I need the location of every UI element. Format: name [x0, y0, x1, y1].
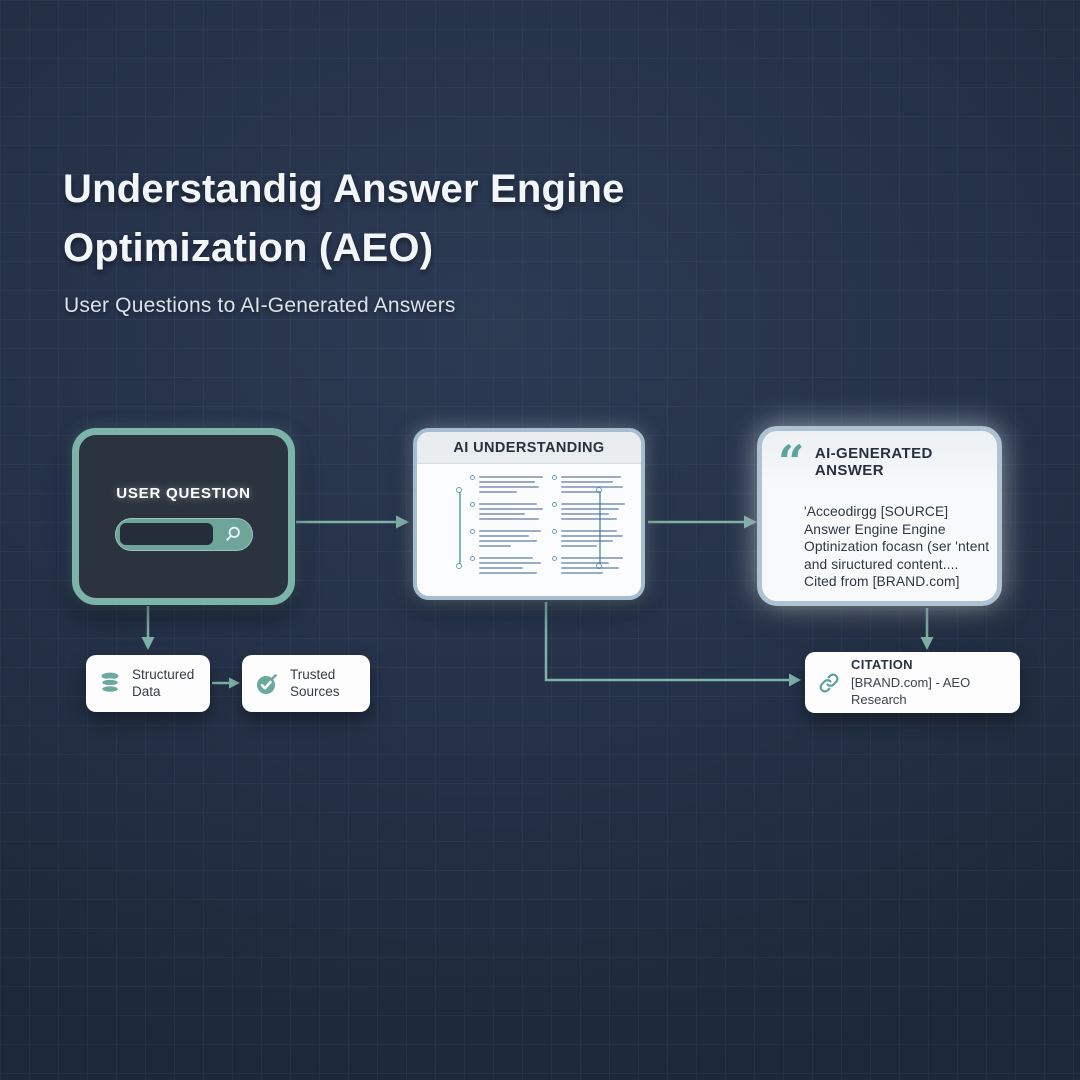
- answer-line: 'Acceodirgg [SOURCE]: [804, 504, 949, 519]
- answer-line: and siructured content....: [804, 556, 959, 572]
- ai-answer-label: AI-GENERATED ANSWER: [814, 445, 933, 479]
- page-subtitle: User Questions to AI-Generated Answers: [64, 294, 456, 317]
- ai-answer-node: AI-GENERATED ANSWER 'Acceodirgg [SOURCE]…: [757, 426, 1002, 606]
- search-button[interactable]: [214, 519, 252, 549]
- selection-handle-left: [456, 487, 462, 569]
- user-question-node: USER QUESTION: [72, 428, 295, 605]
- answer-line: Answer Engine Engine: [804, 521, 946, 537]
- trusted-sources-node: Trusted Sources: [242, 655, 370, 712]
- quote-icon: [778, 452, 805, 472]
- link-icon: [817, 671, 841, 695]
- ai-answer-text: 'Acceodirgg [SOURCE] Answer Engine Engin…: [762, 479, 997, 591]
- trusted-sources-label-line2: Sources: [290, 683, 340, 699]
- pseudo-code-columns: [470, 475, 627, 577]
- citation-source: [BRAND.com] - AEO Research: [851, 675, 971, 707]
- answer-line: Optinization focasn (ser 'ntent: [804, 539, 990, 554]
- ai-understanding-node: AI UNDERSTANDING: [413, 428, 645, 600]
- page-title: Understandig Answer Engine Optimization …: [63, 160, 823, 278]
- structured-data-label-line1: Structured: [132, 667, 195, 682]
- answer-line: Cited from [BRAND.com]: [804, 574, 960, 589]
- search-icon: [225, 526, 240, 541]
- database-icon: [98, 671, 122, 697]
- user-question-label: USER QUESTION: [116, 485, 251, 502]
- ai-understanding-label: AI UNDERSTANDING: [417, 432, 641, 464]
- citation-node: CITATION [BRAND.com] - AEO Research: [805, 652, 1020, 713]
- citation-title: CITATION: [851, 656, 913, 672]
- search-field[interactable]: [119, 523, 213, 545]
- structured-data-label-line2: Data: [132, 683, 161, 699]
- page-title-line1: Understandig Answer Engine: [63, 167, 625, 211]
- structured-data-node: Structured Data: [86, 655, 210, 712]
- trusted-sources-label-line1: Trusted: [290, 667, 336, 682]
- search-input[interactable]: [114, 518, 253, 551]
- ai-understanding-content: [417, 464, 641, 595]
- page-title-line2: Optimization (AEO): [63, 226, 434, 270]
- check-circle-icon: [254, 671, 280, 697]
